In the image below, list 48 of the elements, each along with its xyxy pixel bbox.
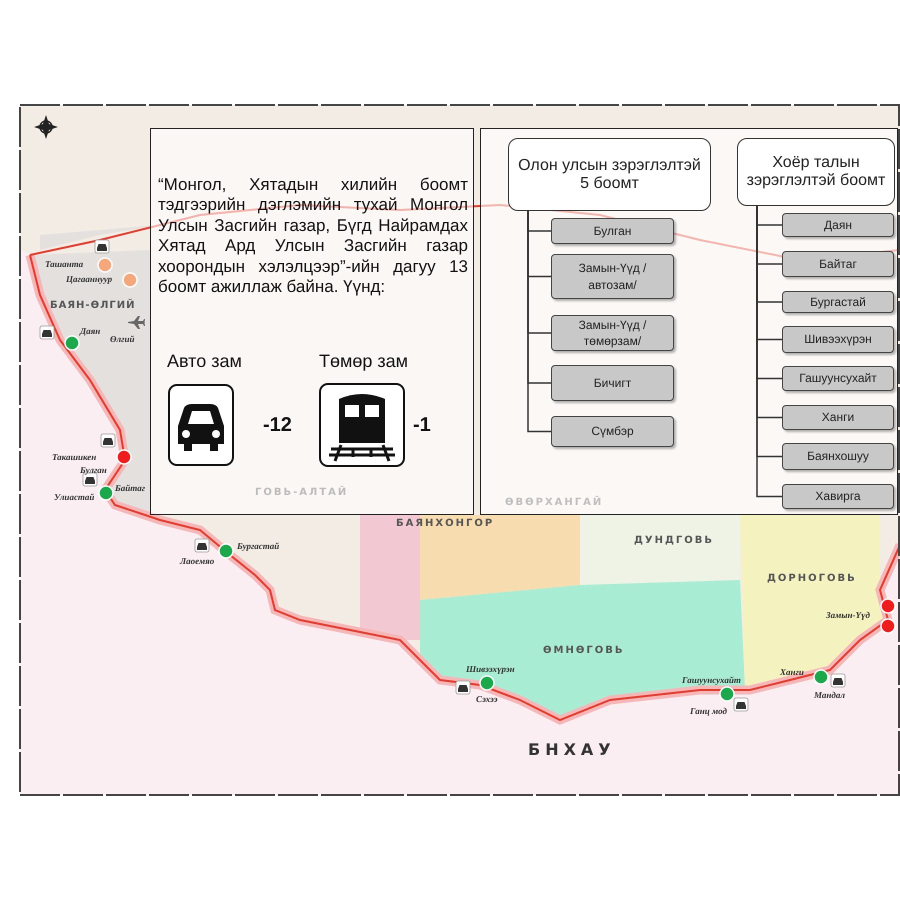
place-name: Лаоемяо [180,556,214,566]
place-name: Гашуунсухайт [682,675,741,685]
place-name: Цагааннуур [66,274,112,284]
place-name: Такашикен [52,452,96,462]
region-name: ГОВЬ-АЛТАЙ [255,487,348,498]
port-box: Ханги [782,405,894,430]
category-label: Төмөр зам [319,351,408,372]
port-box: Сүмбэр [551,416,674,447]
place-name: Мандал [814,690,845,700]
region-name: БАЯНХОНГОР [396,518,494,529]
place-name: Байтаг [115,483,146,493]
place-name: Ханги [780,667,804,677]
port-box: Гашуунсухайт [782,366,894,391]
diagram-panel [480,128,898,515]
region-name: ӨМНӨГОВЬ [543,645,624,656]
place-name: Шивээхүрэн [466,664,515,674]
category-label: Авто зам [167,351,242,372]
place-name: Замын-Үүд [826,610,870,620]
connector-line [527,211,551,432]
region-name: ДОРНОГОВЬ [767,573,857,584]
place-name: Улиастай [54,492,94,502]
port-box: Замын-Үүд /төмөрзам/ [551,315,674,351]
region-name: БНХАУ [528,740,616,759]
port-box: Хавирга [782,484,894,509]
port-box: Бургастай [782,291,894,313]
port-box: Байтаг [782,251,894,277]
info-panel [150,128,474,515]
count-label: -1 [413,414,431,437]
description-text: “Монгол, Хятадын хилийн боомт тэдгээрийн дэглэмийн тухай Монгол Улсын Засгийн газар, Бүгд Найрамдах Хятад Ард Улсын Засгийн газар хоорондын хэлэлцээр”-ийн дагуу 13 боомт ажиллаж байна. Үүнд: [158,175,468,298]
place-name: Өлгий [110,334,134,344]
port-box: Баянхошуу [782,443,894,470]
place-name: Сэхээ [476,694,498,704]
port-box: Булган [551,218,674,244]
place-name: Ташанта [45,259,84,269]
place-name: Даян [80,326,100,336]
port-box: Бичигт [551,365,674,401]
count-label: -12 [263,414,292,437]
region-name: БАЯН-ӨЛГИЙ [50,300,136,311]
category-box: Хоёр талын зэрэглэлтэй боомт [737,138,895,206]
port-box: Замын-Үүд /автозам/ [551,254,674,299]
place-name: Ганц мод [690,706,727,716]
port-box: Даян [782,213,894,237]
place-name: Бургастай [237,541,280,551]
port-box: Шивээхүрэн [782,326,894,353]
region-name: ДУНДГОВЬ [634,535,714,546]
place-name: Булган [80,465,107,475]
category-box: Олон улсын зэрэглэлтэй 5 боомт [508,138,711,211]
region-name: ӨВӨРХАНГАЙ [505,497,604,508]
